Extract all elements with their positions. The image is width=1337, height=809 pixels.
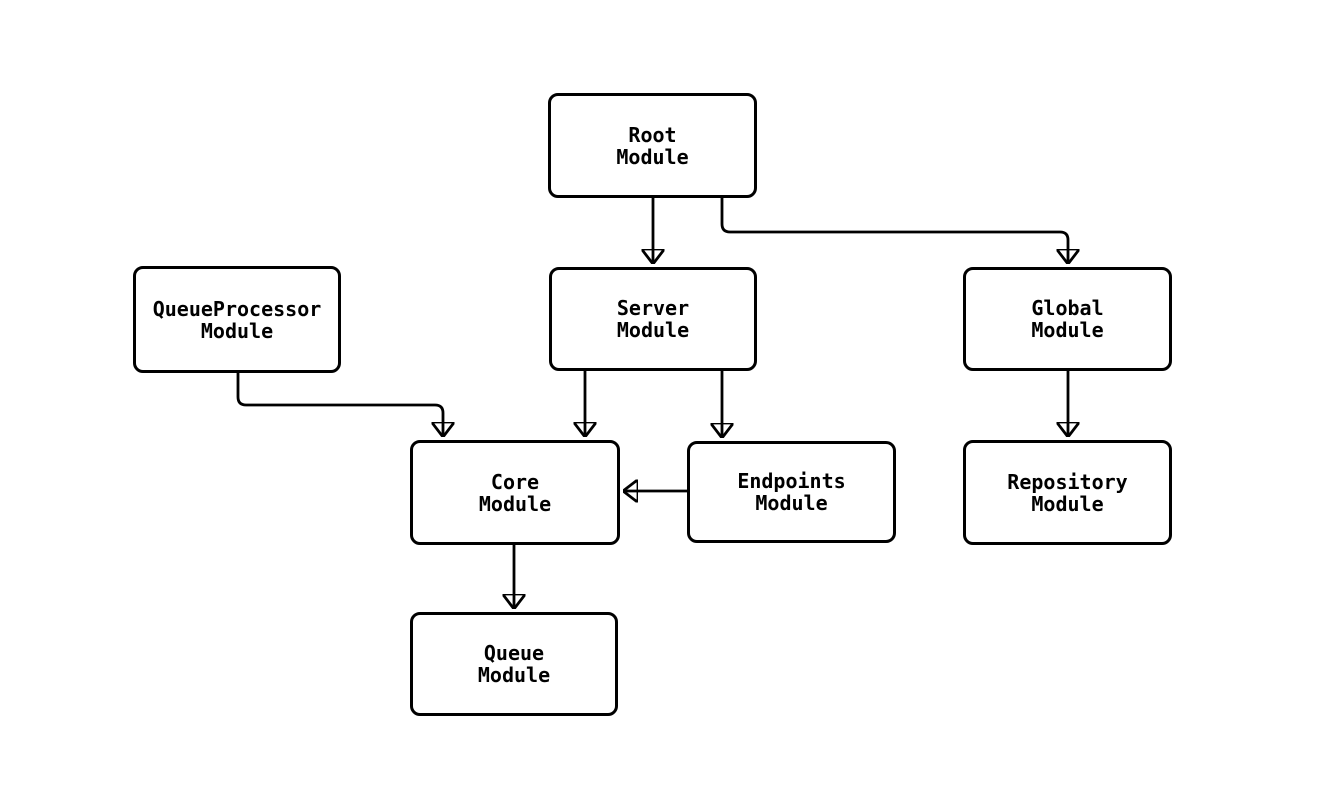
node-queue-module: Queue Module xyxy=(410,612,618,716)
node-global-module-label: Global Module xyxy=(1031,296,1104,342)
node-server-module-label: Server Module xyxy=(616,296,690,342)
node-endpoints-module: Endpoints Module xyxy=(687,441,896,543)
edge-root-to-global xyxy=(720,198,1068,263)
node-endpoints-module-label: Endpoints Module xyxy=(737,469,846,515)
node-repository-module-label: Repository Module xyxy=(1007,469,1128,516)
node-root-module-label: Root Module xyxy=(616,122,689,169)
node-queueprocessor-module: QueueProcessor Module xyxy=(133,266,341,373)
node-root-module: Root Module xyxy=(548,93,757,198)
node-core-module: Core Module xyxy=(410,440,620,545)
node-queue-module-label: Queue Module xyxy=(477,641,551,687)
node-server-module: Server Module xyxy=(549,267,757,371)
node-queueprocessor-module-label: QueueProcessor Module xyxy=(152,296,322,343)
node-repository-module: Repository Module xyxy=(963,440,1172,545)
edge-queueprocessor-to-core xyxy=(236,373,443,436)
node-global-module: Global Module xyxy=(963,267,1172,371)
node-core-module-label: Core Module xyxy=(478,469,552,516)
